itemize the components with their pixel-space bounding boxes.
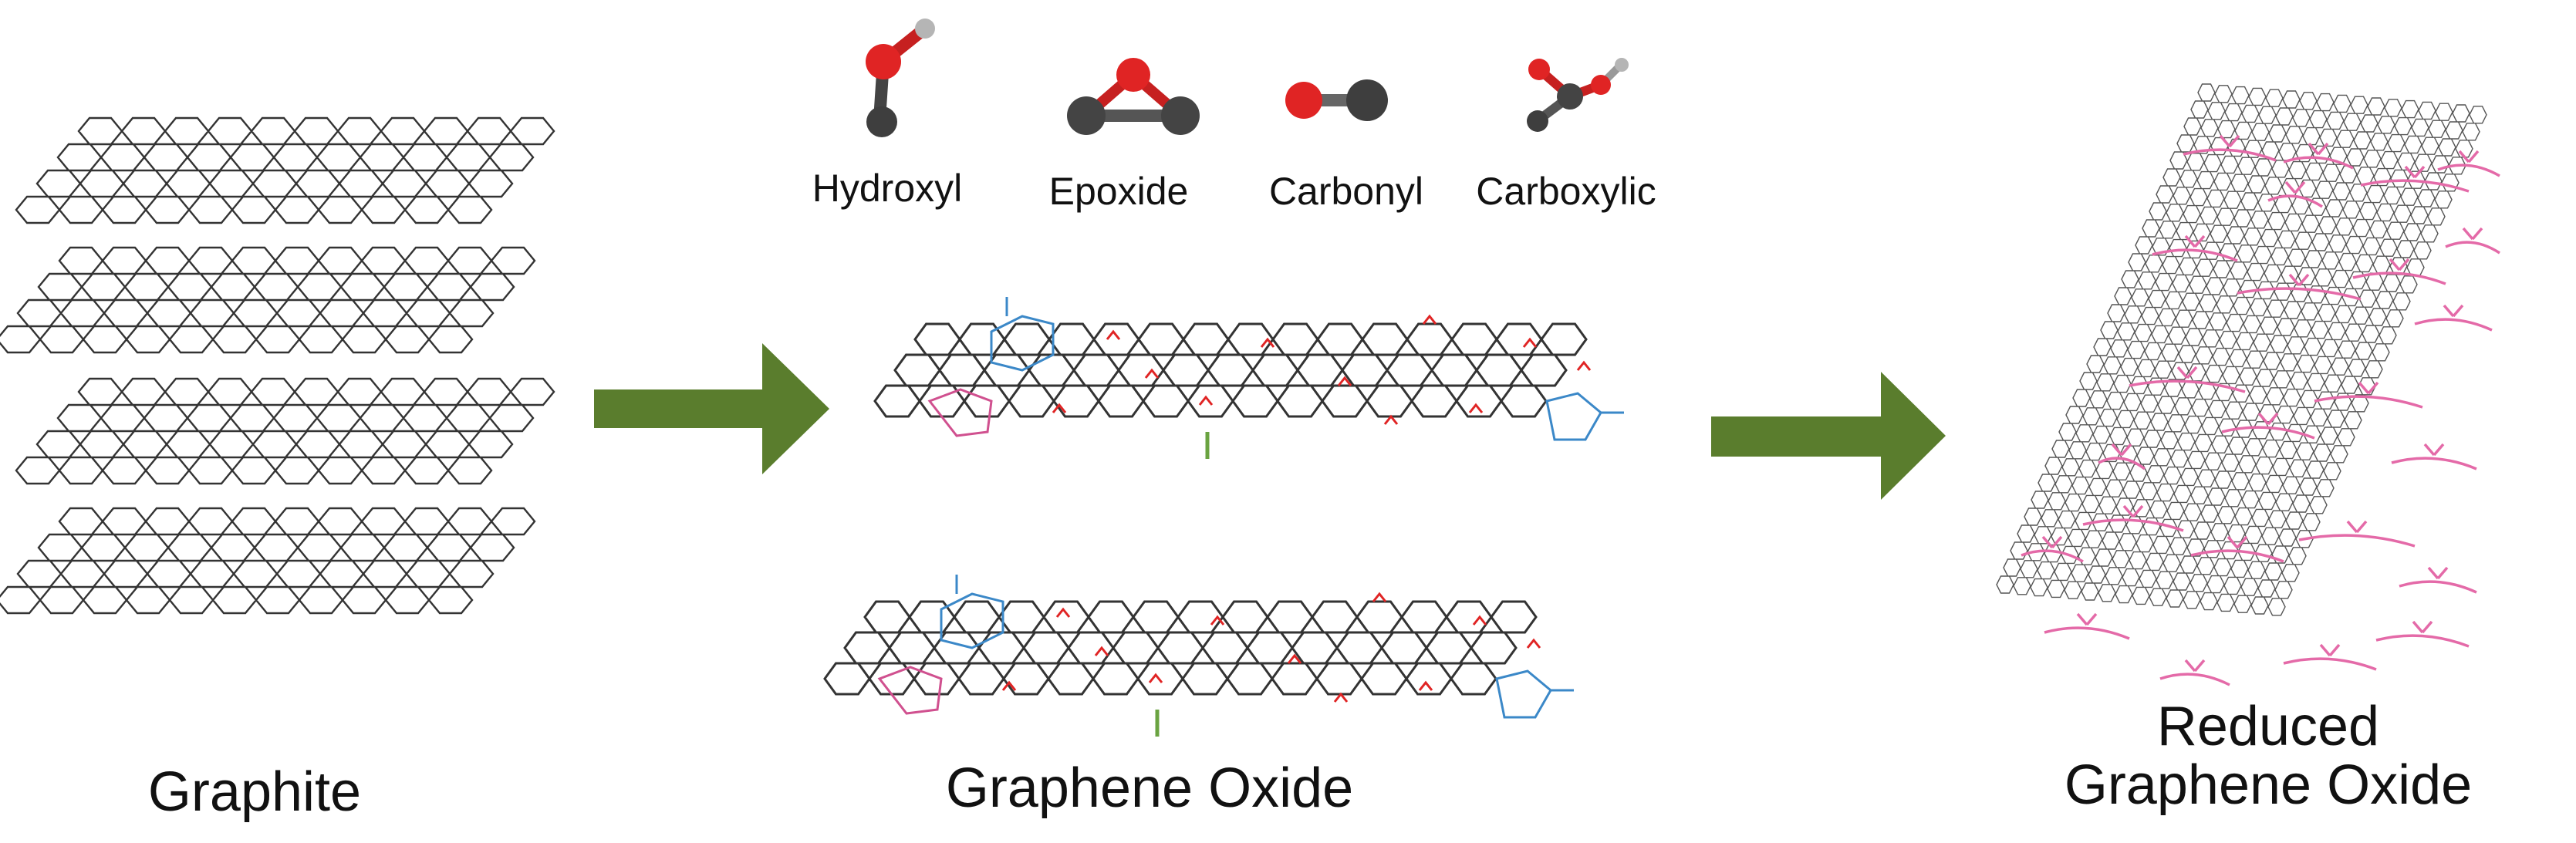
rgo-oxygen-defect xyxy=(2221,412,2315,440)
carboxylic-label: Carboxylic xyxy=(1476,170,1656,213)
graphite-layer-stack xyxy=(0,116,555,615)
epoxide-mark xyxy=(1198,395,1214,406)
epoxide-mark xyxy=(1287,653,1302,664)
rgo-oxygen-defect xyxy=(2414,304,2493,332)
rgo-oxygen-defect xyxy=(2190,535,2284,563)
rgo-oxygen-defect xyxy=(2437,150,2500,177)
graphite-layer xyxy=(0,246,536,354)
reduced-graphene-oxide-sheet xyxy=(1996,83,2500,686)
epoxide-mark xyxy=(1260,337,1275,348)
epoxide-mark xyxy=(1472,615,1487,626)
edge-lactone-group xyxy=(940,575,1004,649)
rgo-oxygen-defect xyxy=(2283,643,2377,671)
rgo-oxygen-defect xyxy=(2129,366,2246,393)
epoxide-mark xyxy=(1333,692,1349,703)
epoxide-mark xyxy=(1526,638,1541,649)
rgo-oxygen-defect xyxy=(2391,443,2477,470)
process-arrow-reduction xyxy=(1711,372,1946,500)
edge-anhydride-group xyxy=(927,388,993,437)
carbonyl-molecule-icon xyxy=(1285,79,1388,121)
graphite-layer xyxy=(0,507,536,615)
rgo-oxygen-defect xyxy=(2360,165,2470,193)
epoxide-mark xyxy=(1522,337,1538,348)
epoxide-mark xyxy=(1106,329,1121,340)
graphite-layer xyxy=(15,116,555,224)
epoxide-mark xyxy=(1210,615,1225,626)
reduced-label-line1: Reduced xyxy=(2156,696,2380,757)
rgo-oxygen-defect xyxy=(2098,443,2146,470)
carbonyl-label: Carbonyl xyxy=(1268,170,1424,213)
rgo-oxygen-defect xyxy=(2021,535,2084,563)
rgo-oxygen-defect xyxy=(2237,273,2362,301)
rgo-oxygen-defect xyxy=(2183,134,2277,162)
edge-lactone-group xyxy=(990,297,1055,372)
epoxide-mark xyxy=(1144,368,1160,379)
process-arrow-oxidation xyxy=(594,343,829,474)
edge-carboxyl-group xyxy=(1495,669,1574,719)
graphite-layer xyxy=(15,377,555,485)
graphene-oxide-label: Graphene Oxide xyxy=(945,757,1354,819)
rgo-oxygen-defect xyxy=(2375,620,2470,648)
hydroxyl-label: Hydroxyl xyxy=(812,167,963,210)
graphene-oxide-lattice xyxy=(823,600,1538,696)
rgo-oxygen-defect xyxy=(2082,504,2184,532)
edge-carboxyl-group xyxy=(1545,392,1624,441)
rgo-oxygen-defect xyxy=(2314,381,2423,409)
reduced-graphene-oxide-label: Reduced Graphene Oxide xyxy=(2029,696,2507,816)
rgo-oxygen-defect xyxy=(2159,659,2230,686)
epoxide-mark xyxy=(1576,360,1592,371)
carboxylic-molecule-icon xyxy=(1527,58,1629,132)
reduced-label-line2: Graphene Oxide xyxy=(2064,754,2473,816)
epoxide-mark xyxy=(1468,403,1484,413)
hydroxyl-molecule-icon xyxy=(866,19,935,137)
graphene-oxide-sheet-upper xyxy=(873,297,1624,459)
epoxide-mark xyxy=(1055,607,1071,618)
rgo-lattice xyxy=(1996,83,2487,616)
rgo-oxygen-defect xyxy=(2267,180,2323,208)
graphite-label: Graphite xyxy=(147,761,362,823)
rgo-oxygen-defect xyxy=(2298,520,2416,548)
epoxide-mark xyxy=(1001,680,1017,691)
epoxide-mark xyxy=(1422,314,1437,325)
graphene-oxide-sheet-lower xyxy=(823,575,1574,737)
epoxide-molecule-icon xyxy=(1067,58,1200,135)
graphene-oxide-lattice xyxy=(873,322,1588,418)
epoxide-mark xyxy=(1052,403,1067,413)
epoxide-mark xyxy=(1148,673,1163,683)
epoxide-mark xyxy=(1383,414,1399,425)
rgo-oxygen-defect xyxy=(2399,566,2477,594)
edge-anhydride-group xyxy=(877,666,943,715)
rgo-oxygen-defect xyxy=(2152,234,2238,262)
epoxide-mark xyxy=(1094,646,1109,656)
rgo-oxygen-defect xyxy=(2352,258,2446,285)
epoxide-mark xyxy=(1337,376,1352,386)
epoxide-label: Epoxide xyxy=(1048,170,1189,213)
rgo-oxygen-defect xyxy=(2044,612,2130,640)
epoxide-mark xyxy=(1372,592,1387,602)
rgo-oxygen-defect xyxy=(2445,227,2500,255)
rgo-oxygen-defect xyxy=(2283,142,2354,170)
epoxide-mark xyxy=(1418,680,1433,691)
